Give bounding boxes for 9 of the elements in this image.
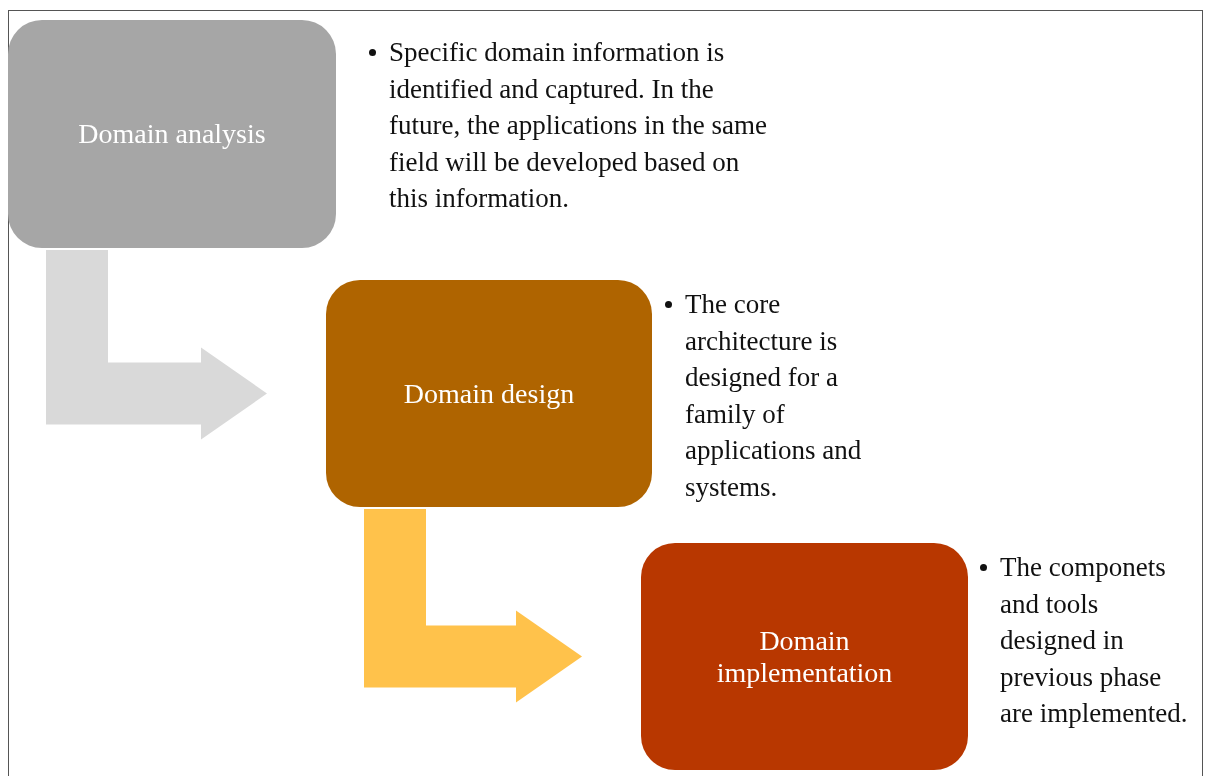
- process-box: [8, 20, 336, 248]
- bullet-note: The componets and tools designed in previous phase are implemented.: [976, 549, 1191, 732]
- box-label: Domain design: [403, 377, 575, 410]
- bullet-note: Specific domain information is identified and captured. In the future, the applications in the same field will be developed based on this information.: [365, 34, 770, 217]
- bullet-note: The core architecture is designed for a family of applications and systems.: [661, 286, 866, 505]
- process-box: [641, 543, 968, 770]
- process-box: [326, 280, 652, 507]
- box-label: Domain implementation: [715, 624, 894, 689]
- box-label: Domain analysis: [78, 118, 266, 150]
